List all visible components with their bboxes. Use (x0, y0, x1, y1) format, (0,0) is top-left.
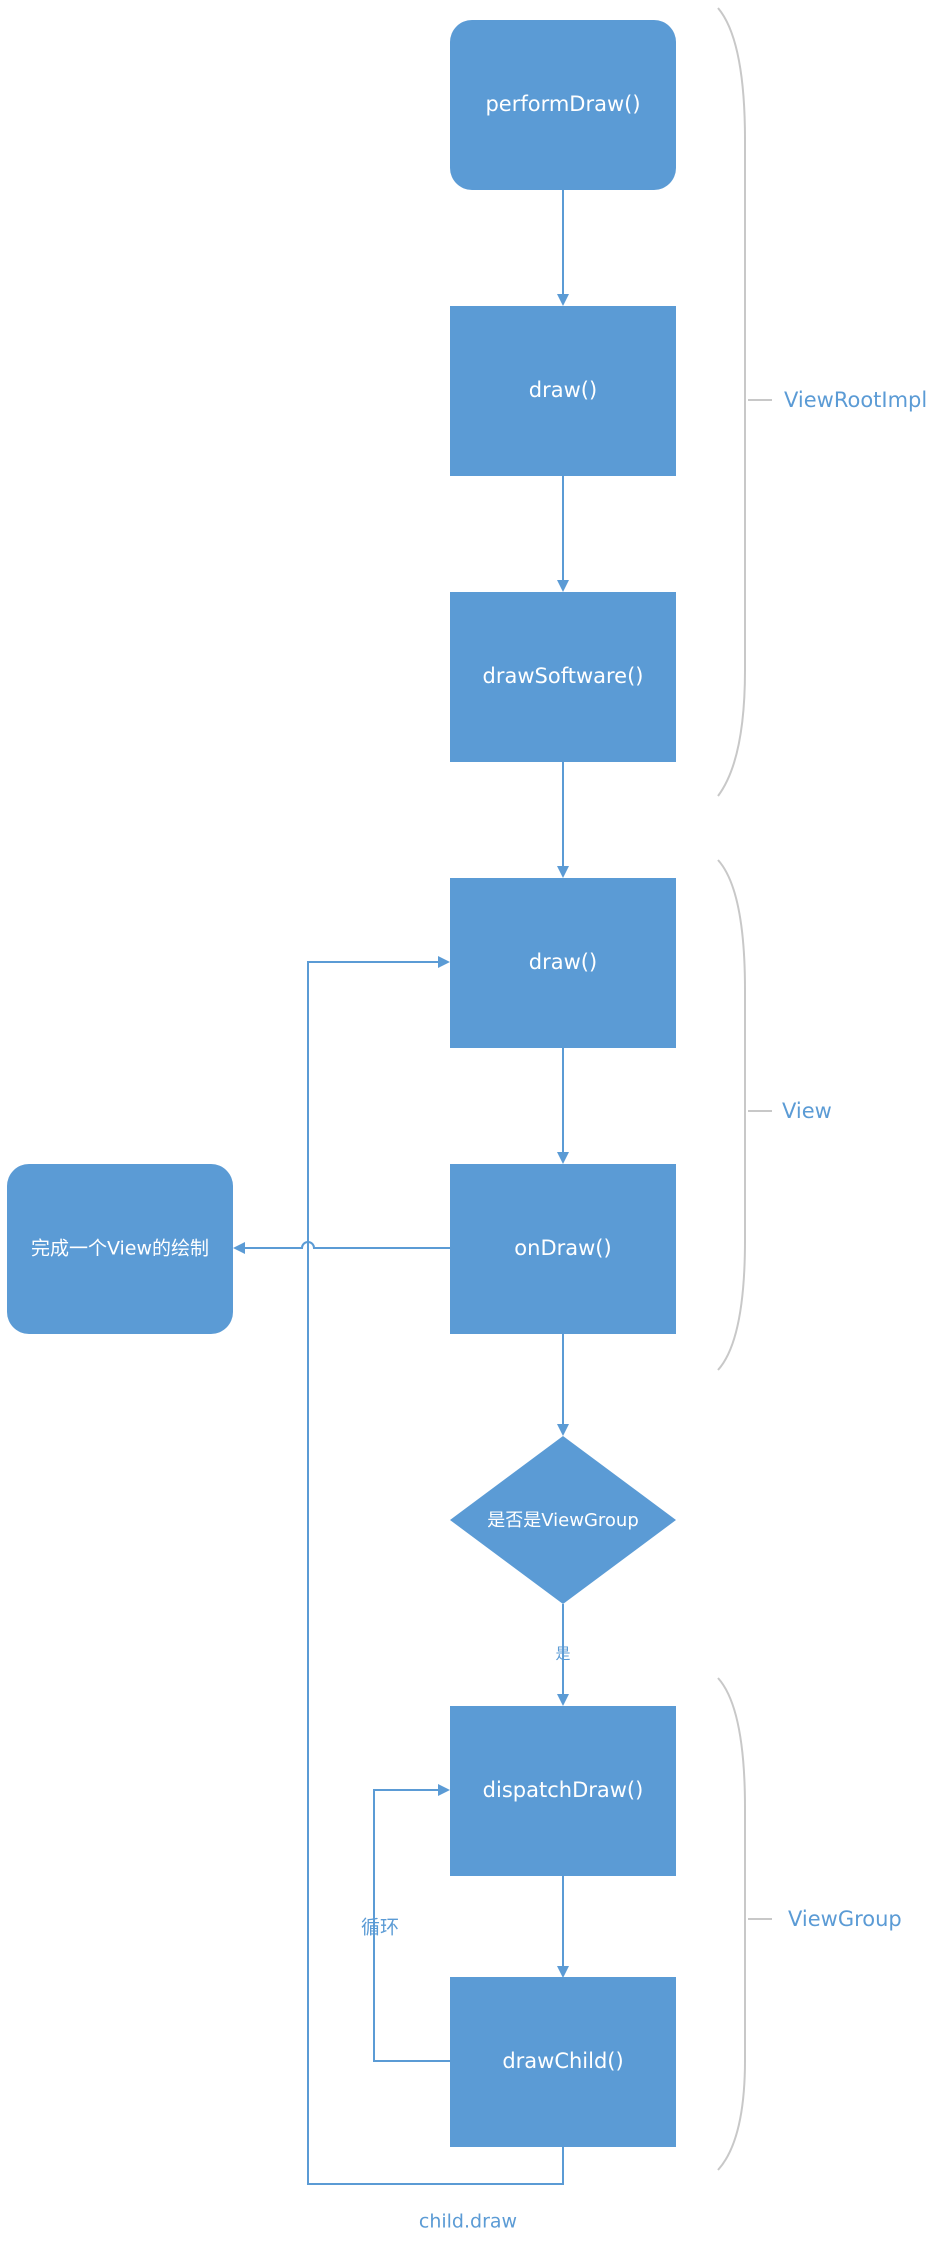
node-performDraw-label: performDraw() (485, 92, 640, 116)
group-label-view: View (782, 1099, 832, 1123)
node-draw-view-shape (450, 878, 676, 1048)
node-dispatchDraw: dispatchDraw() (450, 1706, 676, 1876)
edge-drawChild-loop-to-dispatchDraw (373, 1784, 450, 2062)
node-drawSoftware: drawSoftware() (450, 592, 676, 762)
node-draw-view: draw() (450, 878, 676, 1048)
node-finish-label: 完成一个View的绘制 (31, 1238, 209, 1260)
node-draw-root-shape (450, 306, 676, 476)
edge-label-child-draw: child.draw (419, 2211, 517, 2233)
node-onDraw-label: onDraw() (514, 1236, 611, 1260)
node-draw-root: draw() (450, 306, 676, 476)
node-drawChild: drawChild() (450, 1977, 676, 2147)
bracket-viewgroup (717, 1677, 746, 2171)
node-onDraw-shape (450, 1164, 676, 1334)
node-dispatchDraw-label: dispatchDraw() (483, 1778, 644, 1802)
node-drawSoftware-shape (450, 592, 676, 762)
node-draw-view-label: draw() (529, 950, 597, 974)
bracket-view (717, 859, 746, 1371)
edge-label-loop: 循环 (361, 1917, 399, 1939)
node-finish: 完成一个View的绘制 (7, 1164, 233, 1334)
group-label-viewgroup: ViewGroup (788, 1907, 902, 1931)
node-drawSoftware-label: drawSoftware() (483, 664, 644, 688)
node-drawChild-label: drawChild() (502, 2049, 623, 2073)
node-isViewGroup: 是否是ViewGroup (450, 1436, 676, 1604)
node-isViewGroup-shape (450, 1436, 676, 1604)
bracket-viewrootimpl (717, 7, 746, 797)
edge-drawChild-to-view-draw (307, 956, 564, 2185)
connectors (233, 190, 569, 2185)
node-onDraw: onDraw() (450, 1164, 676, 1334)
node-performDraw: performDraw() (450, 20, 676, 190)
node-isViewGroup-label: 是否是ViewGroup (487, 1510, 639, 1531)
edge-label-yes: 是 (555, 1645, 570, 1663)
node-draw-root-label: draw() (529, 378, 597, 402)
node-dispatchDraw-shape (450, 1706, 676, 1876)
group-brackets (717, 7, 772, 2171)
node-drawChild-shape (450, 1977, 676, 2147)
group-label-viewrootimpl: ViewRootImpl (784, 388, 927, 412)
node-performDraw-shape (450, 20, 676, 190)
edge-onDraw-to-finish (233, 1241, 450, 1254)
node-finish-shape (7, 1164, 233, 1334)
